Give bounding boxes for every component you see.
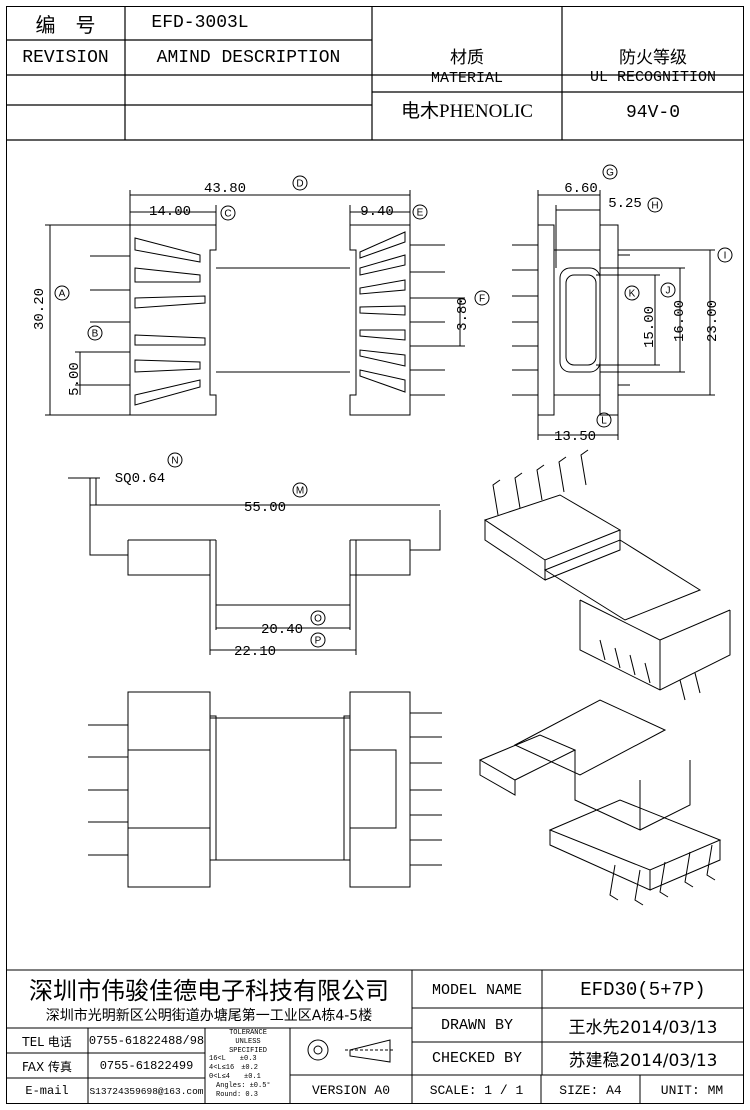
marker-letter-m: M	[296, 486, 304, 497]
company-address: 深圳市光明新区公明街道办塘尾第一工业区A栋4-5楼	[45, 1008, 373, 1024]
marker-circle-l	[596, 412, 612, 428]
isometric-view-1	[483, 449, 731, 701]
code-value: EFD-3003L	[151, 13, 249, 33]
model-name-label: MODEL NAME	[431, 981, 522, 999]
code-label: 编 号	[35, 14, 96, 37]
tolerance-line: 16<L ±0.3	[209, 1055, 257, 1064]
tolerance-block: TOLERANCE UNLESS SPECIFIED 16<L ±0.3 4<L…	[206, 1029, 290, 1104]
dim-e-label: 9.40	[360, 204, 394, 220]
marker-circle-m	[292, 482, 308, 498]
marker-letter-d: D	[296, 179, 303, 190]
email-label: E-mail	[25, 1084, 69, 1098]
tolerance-line: TOLERANCE	[229, 1029, 267, 1037]
marker-letter-n: N	[171, 456, 178, 467]
marker-circle-k	[624, 285, 640, 301]
marker-circle-f	[474, 290, 490, 306]
material-cn-label: 材质	[450, 47, 484, 67]
tolerance-line: Round: 0.3	[216, 1090, 259, 1099]
dim-p-label: 22.10	[233, 644, 276, 660]
marker-letter-b: B	[92, 329, 99, 340]
tolerance-line: 0<L≤4 ±0.1	[209, 1072, 261, 1081]
bottom-view	[88, 691, 442, 888]
dim-m-label: 55.00	[243, 500, 286, 516]
dim-c-label: 14.00	[148, 204, 191, 220]
tolerance-line: UNLESS	[235, 1037, 261, 1046]
email-value: S13724359698@163.com	[89, 1085, 204, 1097]
isometric-view-2	[478, 699, 722, 906]
unit-label: UNIT: MM	[660, 1082, 724, 1098]
marker-circle-o	[310, 610, 326, 626]
marker-circle-n	[167, 452, 183, 468]
company-name: 深圳市伟骏佳德电子科技有限公司	[29, 976, 389, 1005]
marker-circle-i	[717, 247, 733, 263]
marker-letter-f: F	[479, 294, 485, 305]
marker-circle-h	[647, 197, 663, 213]
checked-by-label: CHECKED BY	[431, 1050, 522, 1067]
marker-circle-a	[54, 285, 70, 301]
material-en-label: MATERIAL	[430, 69, 503, 87]
drawing-frame	[6, 6, 744, 1104]
dim-g-label: 6.60	[564, 181, 598, 197]
marker-letter-h: H	[651, 201, 658, 212]
marker-letter-a: A	[59, 289, 66, 300]
marker-circle-b	[87, 325, 103, 341]
dim-o-label: 20.40	[260, 622, 303, 638]
marker-circle-e	[412, 204, 428, 220]
marker-letter-g: G	[606, 168, 614, 179]
end-view	[512, 190, 715, 440]
tolerance-line: 4<L≤16 ±0.2	[209, 1064, 259, 1073]
front-view	[68, 477, 441, 655]
scale-label: SCALE: 1 / 1	[429, 1082, 524, 1098]
marker-letter-i: I	[724, 251, 727, 262]
tel-label: TEL 电话	[22, 1034, 72, 1049]
tolerance-line: Angles: ±0.5°	[216, 1081, 271, 1090]
marker-circle-j	[660, 282, 676, 298]
marker-letter-k: K	[629, 289, 636, 300]
dim-n-label: SQ0.64	[114, 471, 166, 487]
marker-circle-d	[292, 175, 308, 191]
tel-value: 0755-61822488/98	[88, 1034, 205, 1048]
dim-h-label: 5.25	[608, 196, 642, 212]
amend-description-label: AMIND DESCRIPTION	[156, 47, 341, 68]
marker-letter-l: L	[601, 416, 607, 427]
tolerance-line: SPECIFIED	[229, 1046, 267, 1055]
ul-cn-label: 防火等级	[619, 47, 687, 67]
marker-circle-c	[220, 205, 236, 221]
revision-label: REVISION	[22, 47, 109, 68]
marker-circle-p	[310, 632, 326, 648]
marker-letter-o: O	[314, 614, 322, 625]
side-view	[45, 190, 465, 416]
projection-symbol-icon	[307, 1039, 395, 1063]
fax-label: FAX 传真	[21, 1059, 73, 1074]
dim-l-label: 13.50	[553, 429, 596, 445]
checked-by-value: 苏建稳2014/03/13	[568, 1051, 718, 1071]
marker-letter-e: E	[417, 208, 424, 219]
marker-letter-c: C	[224, 209, 231, 220]
marker-letter-p: P	[315, 636, 322, 647]
marker-letter-j: J	[666, 286, 671, 297]
drawn-by-value: 王水先2014/03/13	[568, 1017, 718, 1038]
fax-value: 0755-61822499	[99, 1059, 194, 1073]
marker-circle-g	[602, 164, 618, 180]
ul-value: 94V-0	[625, 103, 680, 123]
drawn-by-label: DRAWN BY	[440, 1016, 513, 1034]
model-name-value: EFD30(5+7P)	[580, 979, 706, 1001]
size-label: SIZE: A4	[559, 1082, 622, 1098]
footer-lines	[6, 969, 744, 1104]
dim-d-label: 43.80	[203, 181, 246, 197]
version-label: VERSION A0	[311, 1082, 390, 1098]
material-value: 电木PHENOLIC	[401, 100, 533, 122]
ul-en-label: UL RECOGNITION	[589, 68, 717, 86]
